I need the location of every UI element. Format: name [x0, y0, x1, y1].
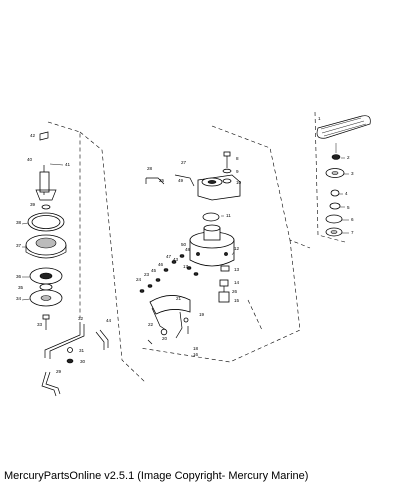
- label-31: 31: [79, 348, 85, 353]
- label-49: 49: [178, 178, 184, 183]
- tube-part-44: [99, 329, 109, 348]
- fasteners: [139, 254, 199, 345]
- rod-part-27: [174, 174, 195, 187]
- wire-part-22: [151, 307, 167, 331]
- leader-lines: [21, 157, 349, 301]
- label-30: 30: [80, 359, 86, 364]
- label-12: 12: [234, 246, 240, 251]
- belt-pulley-assembly: [316, 115, 371, 237]
- label-28: 28: [147, 166, 153, 171]
- label-46: 46: [158, 262, 164, 267]
- label-21: 21: [176, 296, 182, 301]
- label-48: 48: [185, 247, 191, 252]
- drive-belt: [316, 115, 371, 139]
- label-40: 40: [27, 157, 33, 162]
- label-22: 22: [148, 322, 154, 327]
- label-18: 18: [193, 346, 199, 351]
- label-14: 14: [234, 280, 240, 285]
- label-15: 15: [234, 298, 240, 303]
- seal-part-11: [202, 212, 220, 222]
- parts-exploded-diagram: 2 3 4 5 6 7 8 9 10 11 12 13 14 15 16 17 …: [16, 111, 371, 397]
- spacer-part-10: [222, 178, 232, 184]
- label-19: 19: [199, 312, 205, 317]
- label-32: 32: [78, 316, 84, 321]
- tube-part-32: [44, 322, 81, 358]
- housing-assembly: [145, 151, 241, 303]
- label-16: 16: [193, 352, 199, 357]
- label-27: 27: [181, 160, 187, 165]
- copyright-caption: MercuryPartsOnline v2.5.1 (Image Copyrig…: [4, 470, 309, 482]
- nut-part-42: [39, 131, 49, 141]
- spacer-part-4: [330, 189, 340, 197]
- label-3: 3: [351, 171, 354, 176]
- label-26: 26: [232, 289, 238, 294]
- label-37: 37: [16, 243, 22, 248]
- label-17: 17: [183, 264, 189, 269]
- label-9: 9: [236, 169, 239, 174]
- label-25: 25: [159, 178, 165, 183]
- flywheel-stator-assembly: [25, 131, 67, 330]
- label-50: 50: [181, 242, 187, 247]
- fitting-part-30: [66, 358, 74, 364]
- label-23: 23: [144, 272, 150, 277]
- washer-part-9: [222, 168, 232, 174]
- part-number-labels: 2 3 4 5 6 7 8 9 10 11 12 13 14 15 16 17 …: [16, 116, 354, 374]
- label-44: 44: [106, 318, 112, 323]
- label-36: 36: [16, 274, 22, 279]
- clamp-part-31: [67, 347, 73, 353]
- label-45: 45: [151, 268, 157, 273]
- label-39: 39: [30, 202, 36, 207]
- hose-part-29: [45, 371, 61, 395]
- label-7: 7: [351, 230, 354, 235]
- label-41: 41: [65, 162, 71, 167]
- label-24: 24: [136, 277, 142, 282]
- label-43: 43: [173, 257, 179, 262]
- label-47: 47: [166, 254, 172, 259]
- label-33: 33: [37, 322, 43, 327]
- shaft-part-40: [39, 171, 50, 193]
- clip-part-20: [160, 328, 168, 336]
- label-20: 20: [162, 336, 168, 341]
- label-1: 1: [318, 116, 321, 121]
- plate-part-21: [149, 295, 191, 315]
- label-42: 42: [30, 133, 36, 138]
- label-29: 29: [56, 369, 62, 374]
- label-38: 38: [16, 220, 22, 225]
- pulley-part-6: [325, 214, 343, 224]
- label-11: 11: [226, 213, 231, 218]
- assembly-guide-lines: [47, 111, 346, 383]
- bolt-part-13: [220, 265, 230, 272]
- label-6: 6: [351, 217, 354, 222]
- label-13: 13: [234, 267, 240, 272]
- label-10: 10: [236, 180, 242, 185]
- link-part-28: [145, 177, 165, 185]
- label-34: 34: [16, 296, 22, 301]
- washer-part-35: [39, 283, 53, 291]
- block-part-15: [218, 291, 230, 303]
- tube-fittings: [41, 322, 109, 397]
- key-part-39: [41, 204, 51, 210]
- label-35: 35: [18, 285, 24, 290]
- label-8: 8: [236, 156, 239, 161]
- coil-part-14: [219, 279, 229, 287]
- label-5: 5: [347, 205, 350, 210]
- washer-part-5: [329, 202, 341, 210]
- label-4: 4: [345, 191, 348, 196]
- bolt-part-8: [223, 151, 231, 157]
- nut-part-2: [331, 154, 341, 160]
- label-2: 2: [347, 155, 350, 160]
